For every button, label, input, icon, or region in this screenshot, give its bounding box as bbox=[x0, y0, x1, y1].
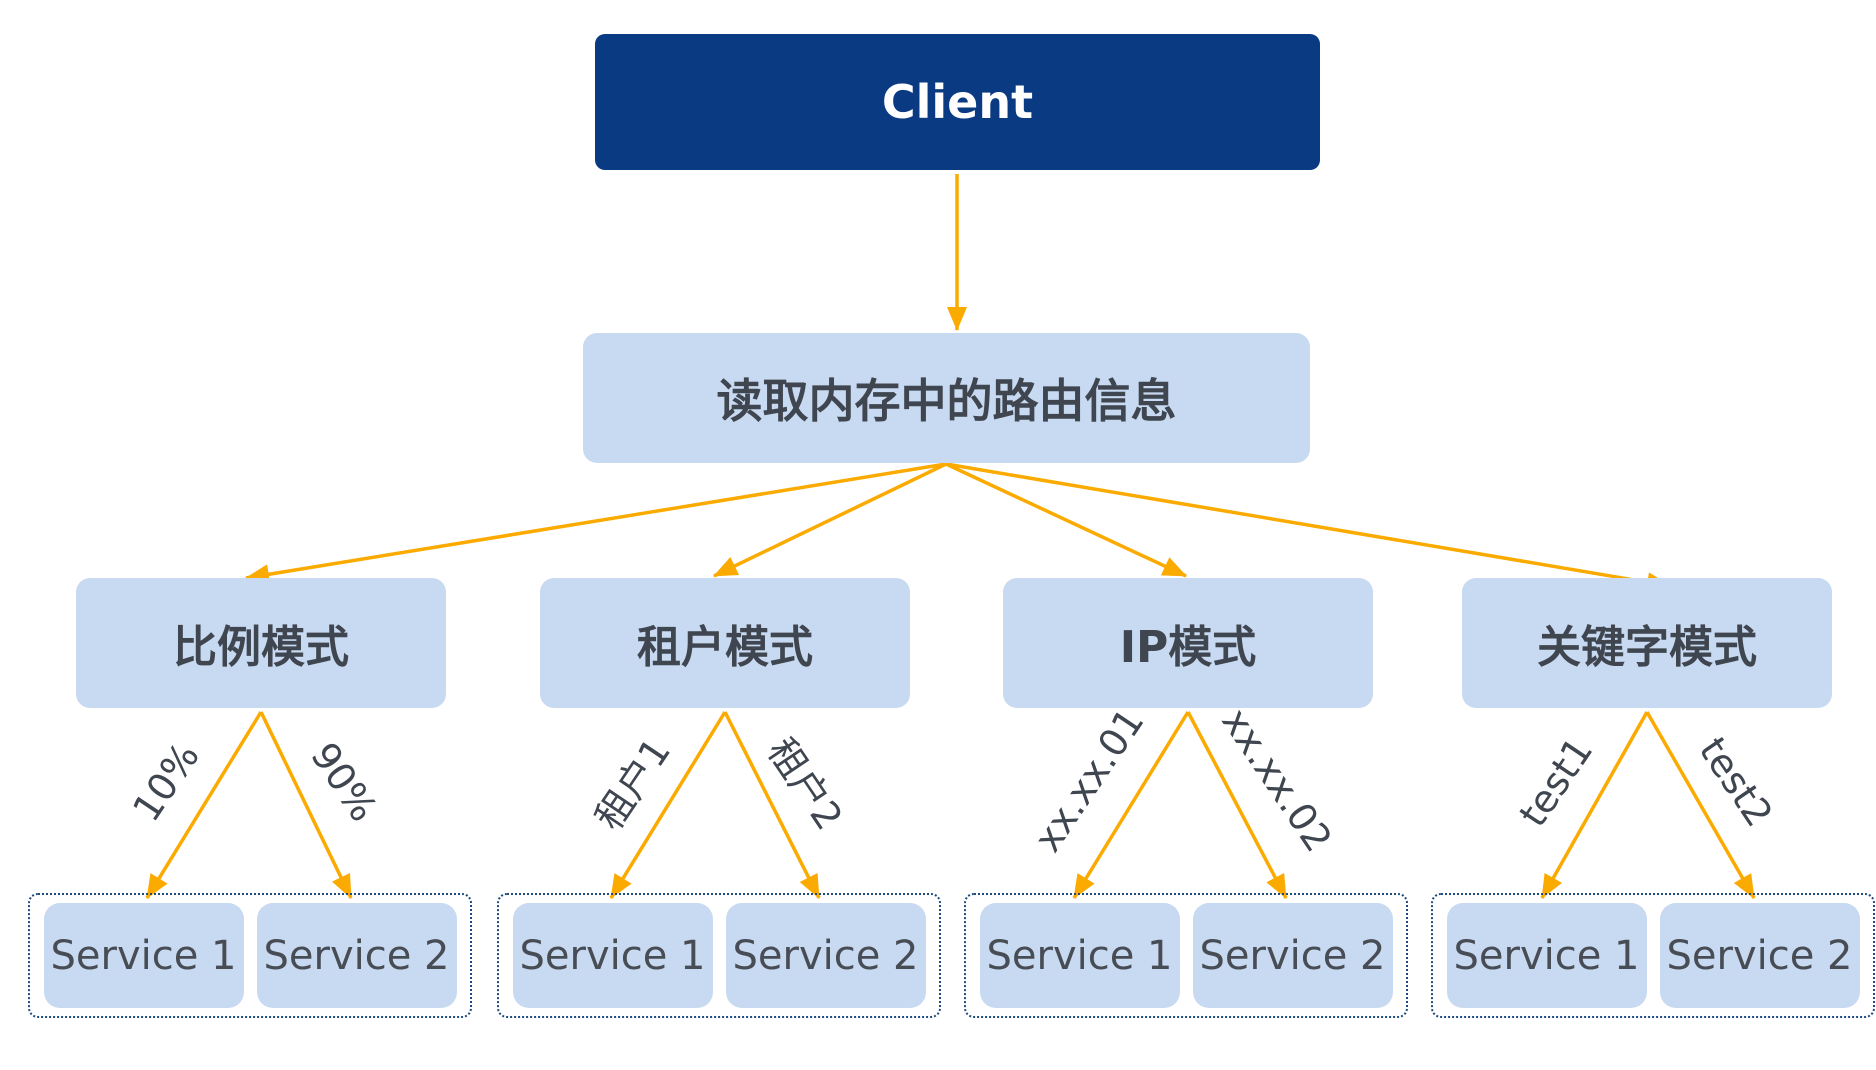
client-node-label: Client bbox=[881, 75, 1034, 129]
edge-label-tenant-left: 租户1 bbox=[586, 730, 680, 838]
router-node-label: 读取内存中的路由信息 bbox=[716, 374, 1177, 428]
service-group-tenant: Service 1 Service 2 bbox=[497, 893, 941, 1018]
mode-node-label: 关键字模式 bbox=[1537, 622, 1757, 673]
service-node: Service 1 bbox=[979, 903, 1180, 1008]
mode-node-ratio: 比例模式 bbox=[76, 578, 446, 708]
mode-node-label: IP模式 bbox=[1119, 622, 1257, 673]
arrow-router-to-mode-4 bbox=[945, 462, 1671, 593]
mode-node-tenant: 租户模式 bbox=[540, 578, 910, 708]
edge-label-ratio-right: 90% bbox=[302, 734, 386, 830]
mode-node-label: 租户模式 bbox=[637, 622, 813, 673]
edge-label-keyword-left: test1 bbox=[1510, 729, 1602, 835]
edge-label-keyword-right: test2 bbox=[1690, 729, 1782, 835]
client-node: Client bbox=[595, 34, 1320, 170]
arrow-router-to-mode-1 bbox=[245, 462, 947, 585]
router-node: 读取内存中的路由信息 bbox=[583, 333, 1310, 463]
arrow-router-to-mode-3 bbox=[945, 462, 1187, 578]
service-group-ratio: Service 1 Service 2 bbox=[28, 893, 472, 1018]
service-group-keyword: Service 1 Service 2 bbox=[1431, 893, 1875, 1018]
service-node: Service 2 bbox=[1659, 903, 1860, 1008]
edge-label-tenant-right: 租户2 bbox=[758, 730, 852, 838]
arrow-router-to-mode-2 bbox=[713, 462, 947, 578]
service-node: Service 2 bbox=[256, 903, 457, 1008]
service-node: Service 1 bbox=[1446, 903, 1647, 1008]
service-node: Service 2 bbox=[1192, 903, 1393, 1008]
service-node: Service 1 bbox=[512, 903, 713, 1008]
mode-node-keyword: 关键字模式 bbox=[1462, 578, 1832, 708]
edge-label-ratio-left: 10% bbox=[124, 734, 208, 830]
service-node: Service 2 bbox=[725, 903, 926, 1008]
mode-node-ip: IP模式 bbox=[1003, 578, 1373, 708]
edge-label-ip-left: xx.xx.01 bbox=[1025, 700, 1153, 860]
service-node: Service 1 bbox=[43, 903, 244, 1008]
mode-node-label: 比例模式 bbox=[173, 622, 349, 673]
service-group-ip: Service 1 Service 2 bbox=[964, 893, 1408, 1018]
edge-label-ip-right: xx.xx.02 bbox=[1213, 700, 1341, 860]
